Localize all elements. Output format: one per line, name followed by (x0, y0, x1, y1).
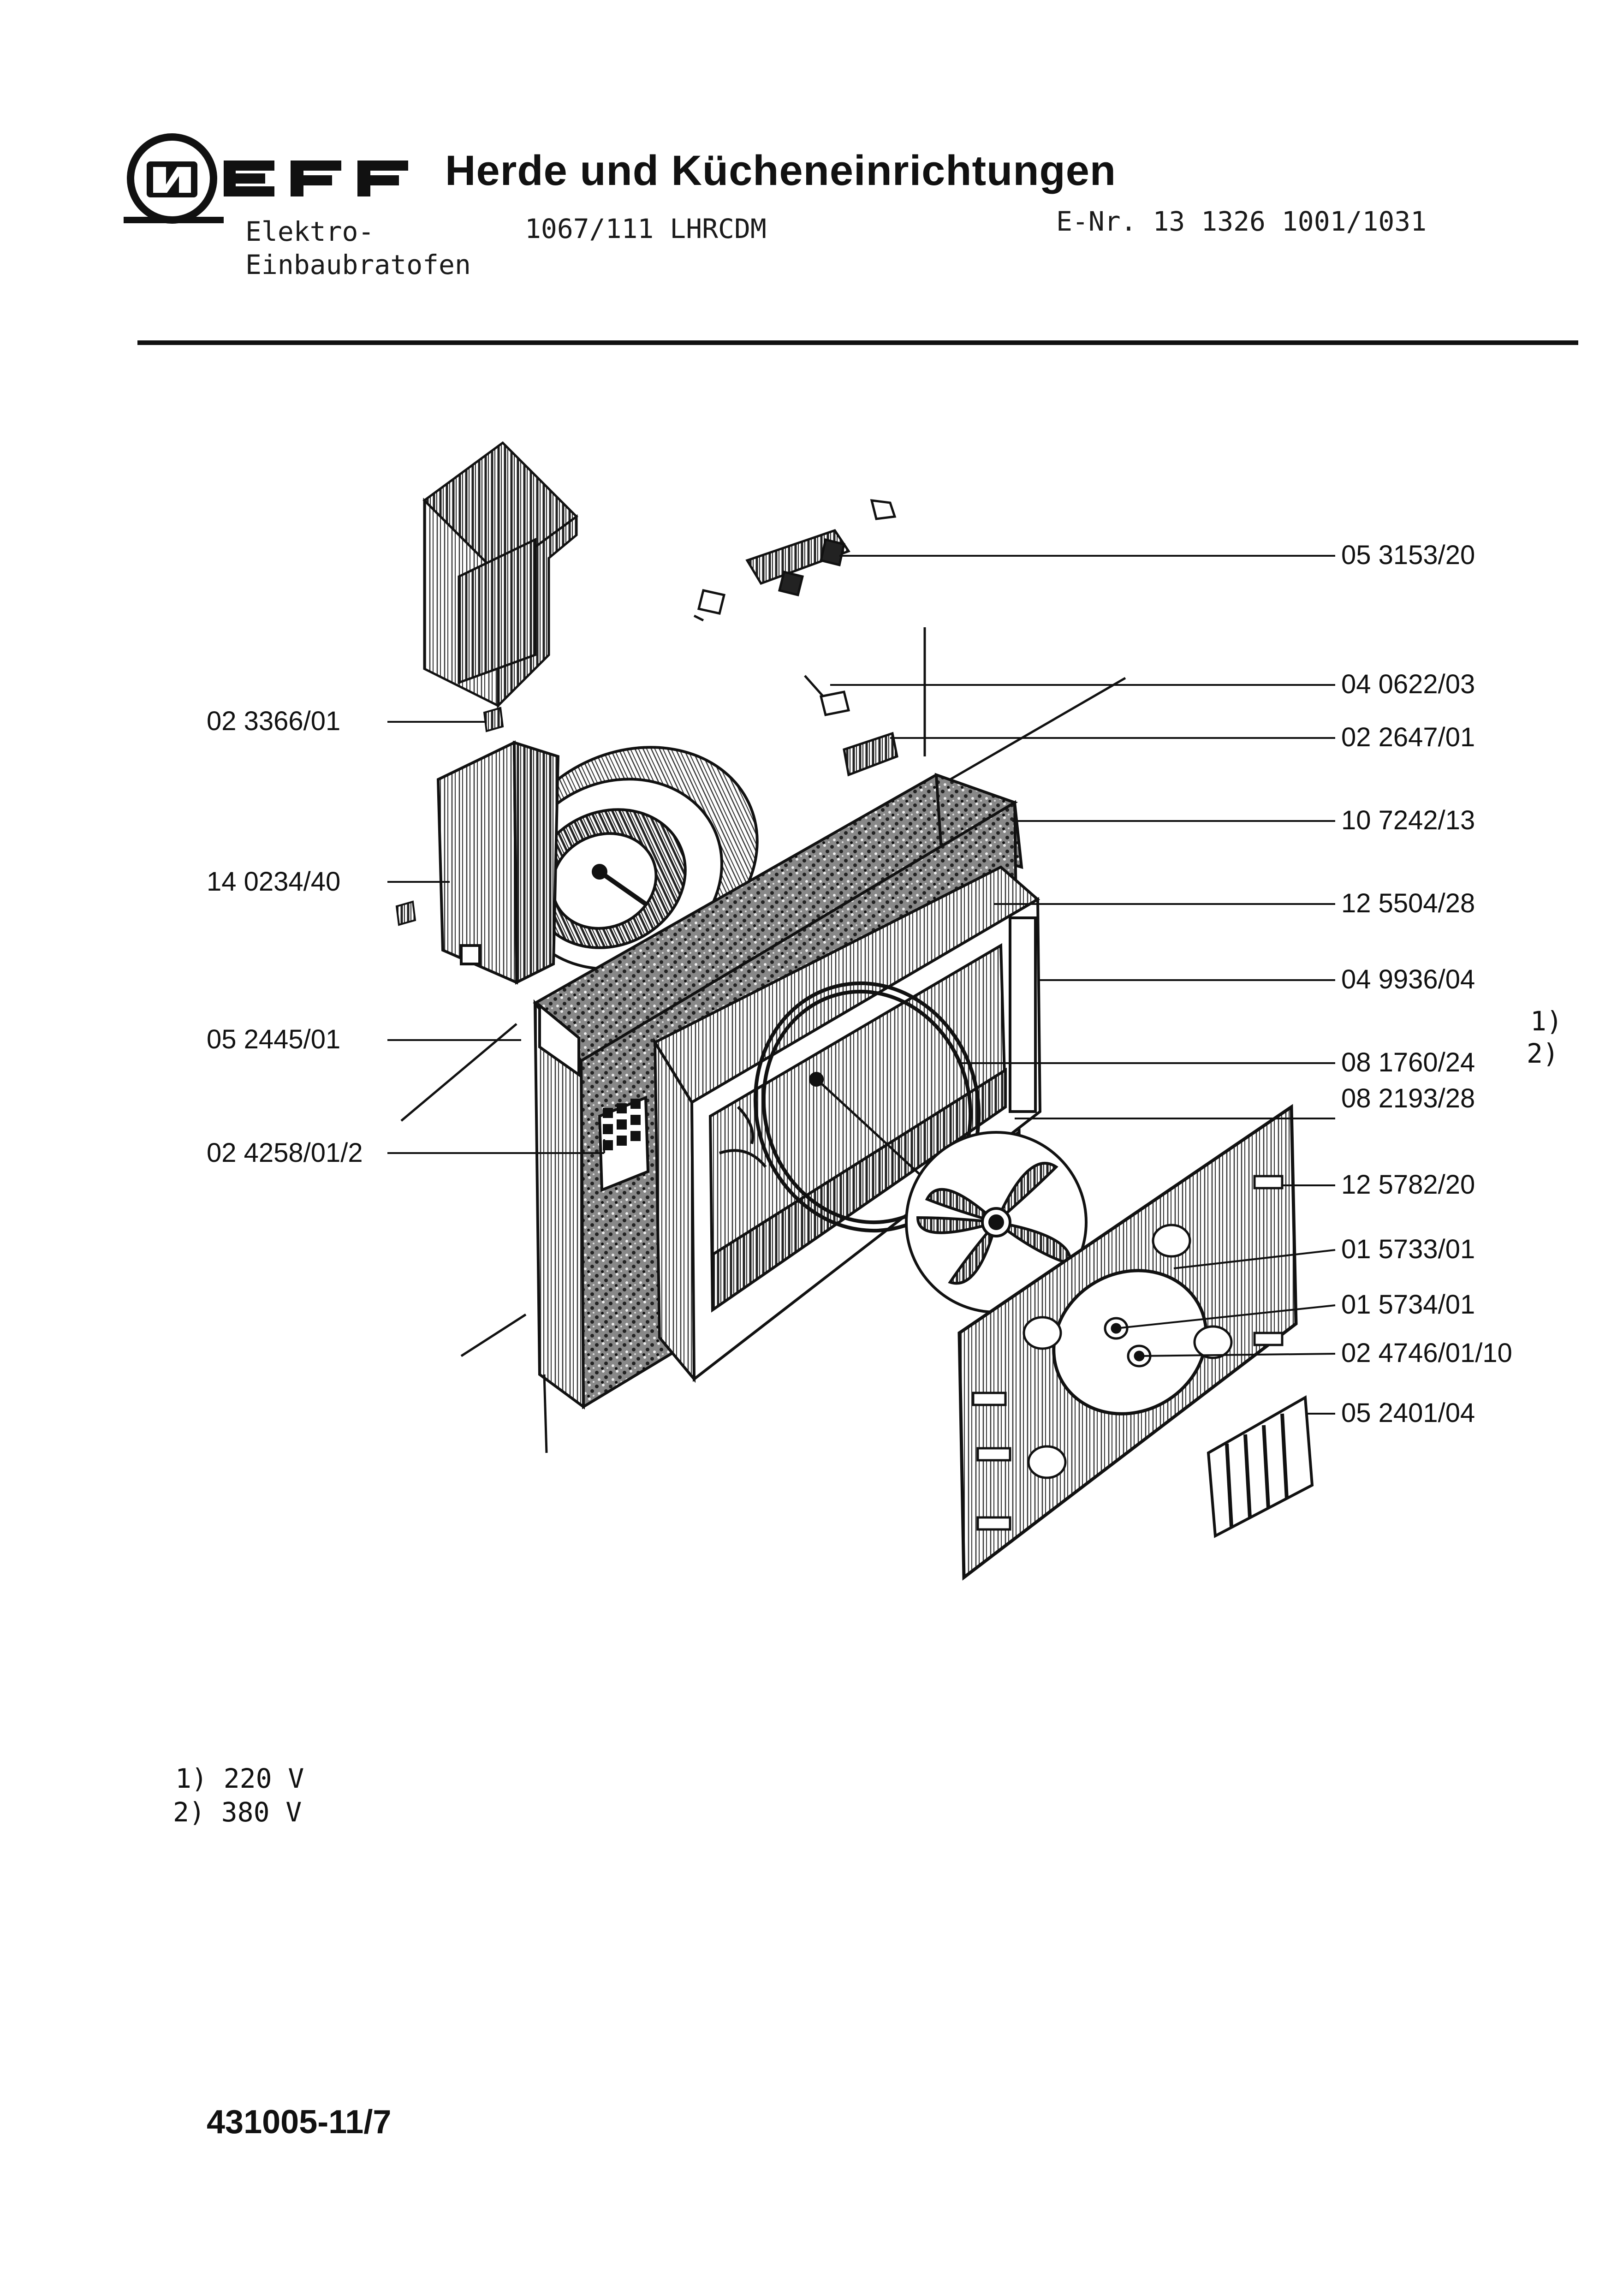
back-panel-part (957, 1104, 1298, 1581)
vent-cover-part (422, 441, 578, 709)
circular-heater-part (719, 981, 981, 1233)
header-rule (137, 340, 1578, 345)
screw-02-3366 (483, 707, 504, 732)
callout-right: 01 5734/01 (1341, 1290, 1475, 1320)
footnote: 2) 380 V (173, 1796, 302, 1828)
variant-mark: 2) (1527, 1038, 1559, 1069)
model-number: 1067/111 LHRCDM (525, 213, 767, 244)
callout-left: 02 3366/01 (207, 706, 341, 736)
callout-right: 10 7242/13 (1341, 805, 1475, 835)
category-line-2: Einbaubratofen (245, 249, 471, 280)
oven-liner-part (653, 865, 1042, 1383)
callout-right: 08 1760/24 (1341, 1047, 1475, 1077)
callout-right: 12 5504/28 (1341, 888, 1475, 918)
page-title: Herde und Kücheneinrichtungen (445, 147, 1117, 194)
blower-fan-part (436, 740, 759, 985)
callout-right: 08 2193/28 (1341, 1083, 1475, 1113)
variant-mark: 1) (1530, 1005, 1563, 1037)
leader-lines (387, 555, 1336, 1415)
footnote: 1) 220 V (175, 1763, 304, 1794)
small-parts (804, 675, 898, 777)
screw-blower (395, 900, 416, 926)
callout-right: 01 5733/01 (1341, 1234, 1475, 1264)
callout-right: 04 0622/03 (1341, 669, 1475, 699)
callout-left: 05 2445/01 (207, 1024, 341, 1054)
callout-left: 02 4258/01/2 (207, 1138, 363, 1168)
resistor-part (693, 499, 897, 622)
callout-right: 05 2401/04 (1341, 1398, 1475, 1428)
callout-right: 04 9936/04 (1341, 964, 1475, 994)
neff-logo (124, 133, 408, 224)
callout-right: 12 5782/20 (1341, 1170, 1475, 1200)
category-line-1: Elektro- (245, 216, 375, 247)
e-number: E-Nr. 13 1326 1001/1031 (1056, 206, 1427, 237)
callout-right: 02 4746/01/10 (1341, 1338, 1512, 1368)
convection-fan-part (905, 1131, 1088, 1314)
callout-right: 05 3153/20 (1341, 540, 1475, 570)
grille-part (1207, 1395, 1314, 1538)
callout-left: 14 0234/40 (207, 867, 341, 897)
document-id: 431005-11/7 (207, 2104, 392, 2141)
callout-right: 02 2647/01 (1341, 722, 1475, 752)
